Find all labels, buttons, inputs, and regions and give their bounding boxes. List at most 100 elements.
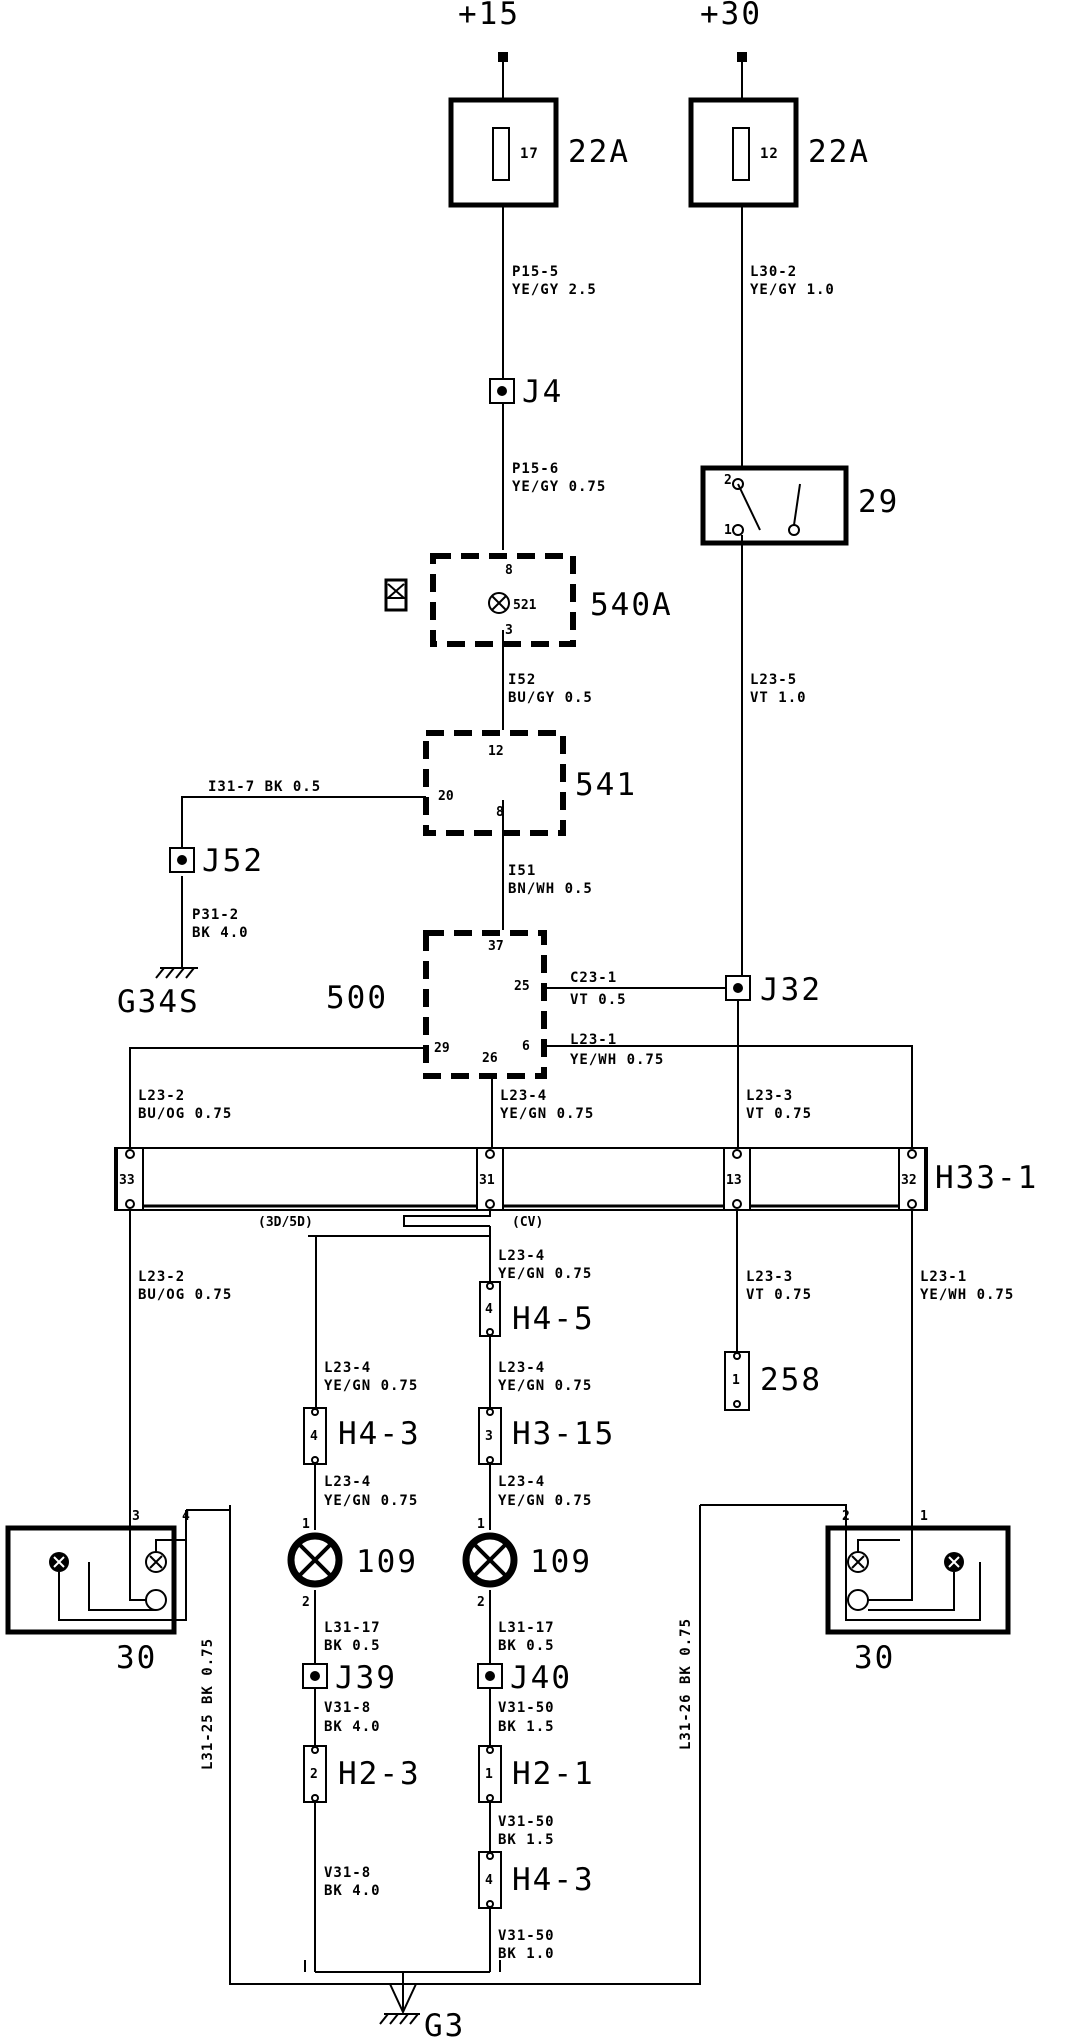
fuse-number: 17	[520, 146, 539, 162]
svg-text:521: 521	[513, 598, 537, 613]
wire-label-c23-1: C23-1 VT 0.5	[570, 970, 626, 1008]
svg-text:25: 25	[514, 979, 530, 994]
svg-text:3: 3	[505, 623, 513, 638]
wire-label-l23-5: L23-5 VT 1.0	[750, 672, 807, 706]
wire-label-l23-4b: L23-4 YE/GN 0.75	[498, 1248, 592, 1282]
wire-label-l23-3a: L23-3 VT 0.75	[746, 1088, 811, 1122]
supply-terminal-15	[498, 52, 508, 62]
svg-text:V31-50: V31-50	[498, 1700, 555, 1716]
svg-text:L23-5: L23-5	[750, 672, 797, 688]
svg-text:4: 4	[485, 1302, 493, 1317]
connector-h4-5: 4 H4-5	[479, 1281, 595, 1337]
fuse-number: 12	[760, 146, 779, 162]
svg-text:YE/GN 0.75: YE/GN 0.75	[498, 1266, 592, 1282]
svg-text:V31-8: V31-8	[324, 1865, 371, 1881]
svg-text:500: 500	[326, 980, 388, 1016]
fuse-17: 17 22A	[448, 97, 628, 208]
wire-label-l23-2b: L23-2 BU/OG 0.75	[138, 1269, 231, 1303]
svg-text:258: 258	[760, 1362, 822, 1398]
svg-text:L23-4: L23-4	[500, 1088, 547, 1104]
module-500: 37 25 29 26 6 500	[326, 930, 547, 1079]
wire-label-v31-8b: V31-8 BK 4.0	[324, 1865, 380, 1899]
svg-text:H4-3: H4-3	[338, 1416, 421, 1452]
svg-text:2: 2	[842, 1509, 850, 1524]
h33-pin-13: 13	[723, 1147, 751, 1211]
svg-text:4: 4	[485, 1873, 493, 1888]
svg-text:H4-5: H4-5	[512, 1301, 595, 1337]
svg-text:L23-4: L23-4	[324, 1474, 371, 1490]
svg-text:YE/GN 0.75: YE/GN 0.75	[498, 1493, 592, 1509]
svg-text:L23-2: L23-2	[138, 1088, 185, 1104]
svg-text:BK 1.5: BK 1.5	[498, 1832, 555, 1848]
svg-text:29: 29	[434, 1041, 450, 1056]
wire-label-i51: I51 BN/WH 0.5	[508, 863, 592, 897]
switch-29: 2 1 29	[700, 465, 897, 546]
svg-text:BK 0.5: BK 0.5	[498, 1638, 555, 1654]
svg-text:H33-1: H33-1	[935, 1160, 1038, 1196]
lamp-cluster-30-right: 2 1 30	[700, 1504, 1011, 1676]
svg-text:C23-1: C23-1	[570, 970, 617, 986]
svg-text:4: 4	[182, 1509, 190, 1524]
svg-text:L23-4: L23-4	[498, 1360, 545, 1376]
svg-text:BK 4.0: BK 4.0	[192, 925, 249, 941]
svg-text:8: 8	[505, 563, 513, 578]
svg-text:31: 31	[479, 1173, 495, 1188]
svg-text:H4-3: H4-3	[512, 1862, 595, 1898]
svg-text:YE/GN 0.75: YE/GN 0.75	[324, 1493, 418, 1509]
svg-text:J52: J52	[202, 843, 264, 879]
svg-text:J40: J40	[510, 1660, 572, 1696]
svg-text:VT 1.0: VT 1.0	[750, 690, 807, 706]
ground-g34s: G34S	[117, 967, 198, 1020]
wire-label-l30-2: L30-2 YE/GY 1.0	[750, 264, 834, 298]
wire-label-l31-25: L31-25 BK 0.75	[200, 1638, 216, 1770]
wire-label-l31-26: L31-26 BK 0.75	[678, 1618, 694, 1750]
supply-terminal-30	[737, 52, 747, 62]
svg-text:V31-8: V31-8	[324, 1700, 371, 1716]
joint-j4: J4	[489, 374, 561, 410]
wire-label-p15-5: P15-5 YE/GY 2.5	[512, 264, 596, 298]
wire-label-i52: I52 BU/GY 0.5	[508, 672, 593, 706]
svg-text:BK 1.5: BK 1.5	[498, 1719, 555, 1735]
wire-label-v31-8a: V31-8 BK 4.0	[324, 1700, 380, 1735]
svg-text:BK 1.0: BK 1.0	[498, 1946, 555, 1962]
svg-text:37: 37	[488, 939, 504, 954]
component-258: 1 258	[724, 1351, 822, 1411]
svg-text:541: 541	[575, 767, 637, 803]
svg-text:YE/WH 0.75: YE/WH 0.75	[570, 1052, 664, 1068]
svg-text:YE/GY 0.75: YE/GY 0.75	[512, 479, 606, 495]
svg-text:L23-3: L23-3	[746, 1088, 793, 1104]
svg-text:L23-3: L23-3	[746, 1269, 793, 1285]
module-541: 12 20 8 541	[423, 730, 637, 836]
svg-text:L23-2: L23-2	[138, 1269, 185, 1285]
svg-text:V31-50: V31-50	[498, 1814, 555, 1830]
connector-h4-3-upper: 4 H4-3	[303, 1407, 421, 1465]
svg-text:3: 3	[132, 1509, 140, 1524]
connector-h2-1: 1 H2-1	[478, 1745, 595, 1803]
svg-text:4: 4	[310, 1429, 318, 1444]
svg-text:109: 109	[356, 1544, 418, 1580]
svg-text:VT 0.75: VT 0.75	[746, 1287, 812, 1303]
wire-label-v31-50b: V31-50 BK 1.5	[498, 1814, 555, 1848]
svg-text:YE/WH 0.75: YE/WH 0.75	[920, 1287, 1014, 1303]
connector-h2-3: 2 H2-3	[303, 1745, 421, 1803]
svg-text:H2-3: H2-3	[338, 1756, 421, 1792]
svg-text:BK 0.5: BK 0.5	[324, 1638, 381, 1654]
h33-pin-32: 32	[898, 1147, 926, 1211]
svg-text:2: 2	[477, 1595, 485, 1610]
svg-text:3: 3	[485, 1429, 493, 1444]
svg-text:30: 30	[854, 1640, 895, 1676]
bulb-indicator-icon	[384, 578, 408, 612]
svg-text:L23-1: L23-1	[570, 1032, 617, 1048]
svg-text:1: 1	[302, 1517, 310, 1532]
svg-text:BU/GY 0.5: BU/GY 0.5	[508, 690, 593, 706]
joint-j32: J32	[725, 972, 820, 1008]
variant-label-3d5d: (3D/5D)	[258, 1215, 313, 1230]
svg-text:V31-50: V31-50	[498, 1928, 555, 1944]
svg-text:H2-1: H2-1	[512, 1756, 595, 1792]
wire-label-l23-4f: L23-4 YE/GN 0.75	[498, 1474, 592, 1509]
h33-pin-33: 33	[116, 1147, 144, 1211]
svg-text:13: 13	[726, 1173, 742, 1188]
svg-text:1: 1	[724, 523, 732, 538]
svg-text:30: 30	[116, 1640, 157, 1676]
wire-label-l23-1b: L23-1 YE/WH 0.75	[920, 1269, 1014, 1303]
